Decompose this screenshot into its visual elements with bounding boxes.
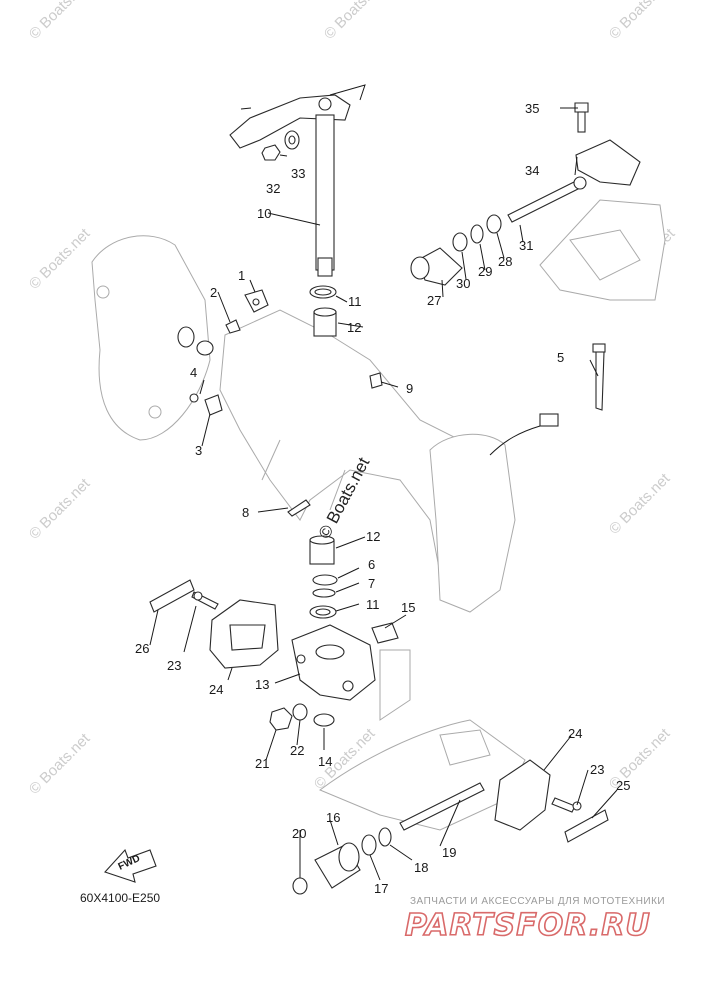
callout-29: 29 bbox=[478, 264, 492, 279]
clamp-3 bbox=[204, 394, 223, 416]
callout-26: 26 bbox=[135, 641, 149, 656]
callout-2: 2 bbox=[210, 285, 217, 300]
callout-12-upper: 12 bbox=[347, 320, 361, 335]
callout-15: 15 bbox=[401, 600, 415, 615]
callout-11-upper: 11 bbox=[348, 294, 362, 309]
callout-32: 32 bbox=[266, 181, 280, 196]
partsfor-logo: ЗАПЧАСТИ И АКСЕССУАРЫ ДЛЯ МОТОТЕХНИКИ PA… bbox=[404, 896, 665, 944]
callout-16: 16 bbox=[326, 810, 340, 825]
callout-23-right: 23 bbox=[590, 762, 604, 777]
watermark: © Boats.net bbox=[606, 470, 674, 538]
swivel-bracket-outline bbox=[91, 235, 516, 613]
bolt-35 bbox=[574, 102, 589, 133]
callout-10: 10 bbox=[257, 206, 271, 221]
grommet-left bbox=[177, 326, 214, 356]
callout-24-left: 24 bbox=[209, 682, 223, 697]
clip-14 bbox=[313, 713, 335, 727]
washer-20 bbox=[292, 877, 308, 895]
washer-33 bbox=[284, 130, 300, 150]
steering-shaft bbox=[229, 84, 366, 277]
o-ring-7 bbox=[312, 588, 336, 598]
callout-9: 9 bbox=[406, 381, 413, 396]
watermark: © Boats.net bbox=[606, 0, 674, 43]
nut-21 bbox=[269, 707, 293, 731]
screw-8 bbox=[287, 499, 311, 517]
watermark: © Boats.net bbox=[26, 0, 94, 43]
washer-28 bbox=[486, 214, 502, 234]
callout-22: 22 bbox=[290, 743, 304, 758]
callout-7: 7 bbox=[368, 576, 375, 591]
callout-28: 28 bbox=[498, 254, 512, 269]
callout-3: 3 bbox=[195, 443, 202, 458]
callout-14: 14 bbox=[318, 754, 332, 769]
callout-4: 4 bbox=[190, 365, 197, 380]
callout-17: 17 bbox=[374, 881, 388, 896]
callout-23-left: 23 bbox=[167, 658, 181, 673]
watermark: © Boats.net bbox=[321, 0, 389, 43]
washer-6 bbox=[312, 574, 338, 586]
upper-mount-bracket-outline bbox=[539, 199, 666, 301]
watermark: © Boats.net bbox=[26, 475, 94, 543]
screw-2 bbox=[225, 319, 241, 334]
callout-31: 31 bbox=[519, 238, 533, 253]
bolt-19 bbox=[399, 782, 485, 831]
callout-25: 25 bbox=[616, 778, 630, 793]
bushing-12-upper bbox=[313, 307, 337, 337]
callout-24-right: 24 bbox=[568, 726, 582, 741]
callout-20: 20 bbox=[292, 826, 306, 841]
bottom-cowling-outline bbox=[318, 649, 526, 831]
diagram-code: 60X4100-E250 bbox=[80, 891, 160, 905]
washer-11-upper bbox=[309, 285, 337, 299]
bracket-15 bbox=[371, 622, 399, 644]
watermark: © Boats.net bbox=[26, 730, 94, 798]
washer-22 bbox=[292, 703, 308, 721]
callout-11-lower: 11 bbox=[366, 597, 380, 612]
callout-5: 5 bbox=[557, 350, 564, 365]
mount-cap-34 bbox=[575, 139, 641, 186]
mount-cover-24-right bbox=[494, 759, 551, 831]
leader-lines bbox=[149, 107, 618, 881]
callout-33: 33 bbox=[291, 166, 305, 181]
mount-cover-24-left bbox=[209, 599, 279, 669]
wire-connector bbox=[489, 413, 559, 456]
washer-17 bbox=[361, 834, 377, 856]
callout-30: 30 bbox=[456, 276, 470, 291]
screw-4 bbox=[189, 393, 199, 403]
grease-nipple-9 bbox=[369, 372, 383, 389]
callout-21: 21 bbox=[255, 756, 269, 771]
callout-35: 35 bbox=[525, 101, 539, 116]
upper-mount-rubber-27 bbox=[410, 247, 463, 286]
part-number-labels: 1 2 3 4 5 6 7 8 9 10 11 11 12 12 13 14 1… bbox=[135, 101, 630, 896]
callout-27: 27 bbox=[427, 293, 441, 308]
cable-tie-5 bbox=[592, 343, 606, 411]
callout-6: 6 bbox=[368, 557, 375, 572]
brand-logo-text: PARTSFOR.RU bbox=[405, 908, 651, 943]
callout-12-lower: 12 bbox=[366, 529, 380, 544]
bolt-23-right bbox=[551, 797, 582, 813]
nut-32 bbox=[261, 144, 281, 161]
clip-1 bbox=[244, 289, 269, 313]
washer-30 bbox=[452, 232, 468, 252]
bolt-23-left bbox=[191, 591, 219, 610]
callout-19: 19 bbox=[442, 845, 456, 860]
brand-tagline: ЗАПЧАСТИ И АКСЕССУАРЫ ДЛЯ МОТОТЕХНИКИ bbox=[410, 896, 665, 907]
watermark: © Boats.net bbox=[26, 225, 94, 293]
washer-11-lower bbox=[309, 605, 337, 619]
bushing-12-lower bbox=[309, 535, 335, 565]
callout-34: 34 bbox=[525, 163, 539, 178]
callout-1: 1 bbox=[238, 268, 245, 283]
bolt-31 bbox=[507, 176, 587, 223]
callout-8: 8 bbox=[242, 505, 249, 520]
label-25 bbox=[564, 809, 609, 843]
callout-18: 18 bbox=[414, 860, 428, 875]
mount-rubber-16 bbox=[314, 842, 361, 889]
washer-18 bbox=[378, 827, 392, 847]
callout-13: 13 bbox=[255, 677, 269, 692]
forward-arrow-icon: FWD bbox=[104, 848, 157, 883]
washer-29 bbox=[470, 224, 484, 244]
label-26 bbox=[149, 579, 195, 613]
lower-mount-bracket-13 bbox=[291, 624, 376, 701]
